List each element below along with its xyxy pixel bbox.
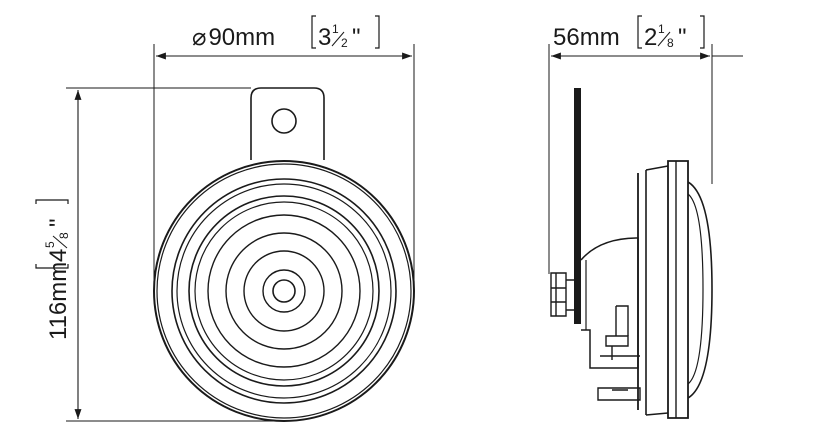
height-dimension: 116mm 4 5 8 " [35,87,284,422]
horn-rings [153,160,415,422]
diameter-dimension: ⌀90mm 3 1 2 " [153,15,415,288]
front-view [153,87,415,422]
depth-inch-mark: " [678,24,687,51]
diameter-imperial-whole: 3 [318,24,331,51]
height-imperial-whole: 4 [45,249,72,262]
diameter-inch-mark: " [352,24,361,51]
side-view [550,88,713,419]
height-imperial-num: 5 [43,241,57,248]
diameter-value: 90mm [208,24,275,51]
depth-value: 56mm [553,24,620,51]
side-mounting-strip [574,88,581,324]
mounting-hole [271,108,297,134]
mounting-bracket [250,87,325,160]
height-inch-mark: " [45,218,72,227]
side-terminals [597,335,641,401]
depth-imperial-num: 1 [658,22,665,36]
height-imperial-den: 8 [57,232,71,239]
diameter-imperial-num: 1 [332,22,339,36]
svg-text:⌀90mm: ⌀90mm [192,24,275,51]
side-dome [687,181,713,399]
side-nut [550,272,567,317]
depth-imperial-den: 8 [667,36,674,50]
depth-imperial-whole: 2 [644,24,657,51]
depth-dimension: 56mm 2 1 8 " [548,15,743,274]
side-body [580,237,639,369]
height-value: 116mm [45,262,72,340]
diameter-imperial-den: 2 [341,36,348,50]
diameter-symbol: ⌀ [192,24,206,51]
